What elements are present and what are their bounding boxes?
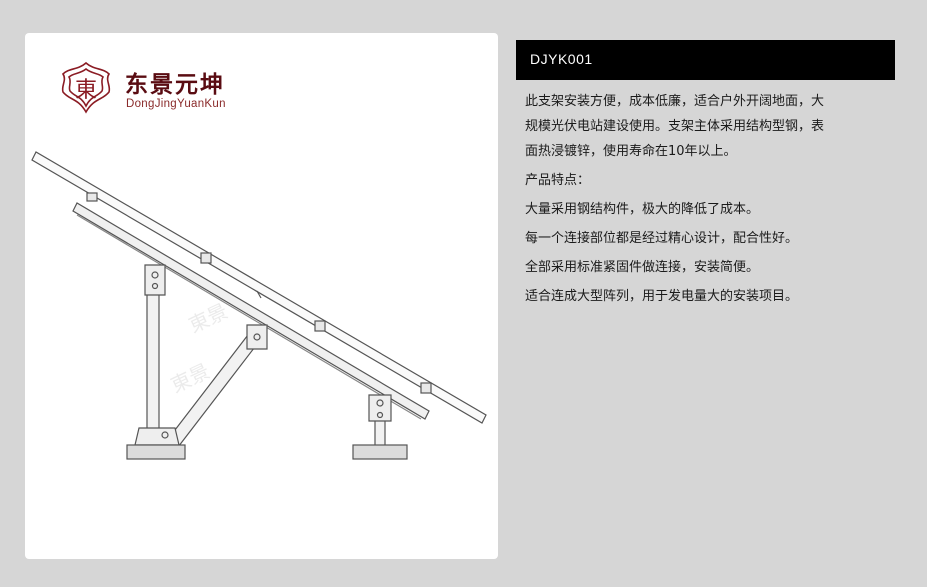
logo-emblem-icon: 東 bbox=[61, 61, 111, 114]
intro-line: 此支架安装方便，成本低廉，适合户外开阔地面，大 bbox=[525, 94, 825, 109]
svg-text:東: 東 bbox=[75, 78, 97, 103]
feature-item: 全部采用标准紧固件做连接，安装简便。 bbox=[525, 260, 760, 275]
company-name-cn: 东景元坤 bbox=[125, 72, 225, 98]
product-image-panel: 東景 東景 東 东景元坤 DongJingYuanKun bbox=[25, 33, 498, 559]
company-logo: 東 东景元坤 DongJingYuanKun bbox=[59, 60, 259, 126]
company-name-en: DongJingYuanKun bbox=[126, 98, 226, 110]
feature-item: 大量采用钢结构件，极大的降低了成本。 bbox=[525, 202, 760, 217]
intro-line: 面热浸镀锌，使用寿命在10年以上。 bbox=[525, 144, 737, 159]
feature-item: 每一个连接部位都是经过精心设计，配合性好。 bbox=[525, 231, 799, 246]
product-title-bar: DJYK001 bbox=[516, 40, 895, 80]
features-title: 产品特点： bbox=[525, 173, 591, 188]
product-description: 此支架安装方便，成本低廉，适合户外开阔地面，大 规模光伏电站建设使用。支架主体采… bbox=[525, 89, 875, 309]
intro-line: 规模光伏电站建设使用。支架主体采用结构型钢，表 bbox=[525, 119, 825, 134]
feature-item: 适合连成大型阵列，用于发电量大的安装项目。 bbox=[525, 289, 799, 304]
svg-text:東景: 東景 bbox=[185, 299, 231, 338]
product-model: DJYK001 bbox=[530, 51, 593, 67]
solar-mount-drawing: 東景 東景 bbox=[31, 151, 487, 460]
